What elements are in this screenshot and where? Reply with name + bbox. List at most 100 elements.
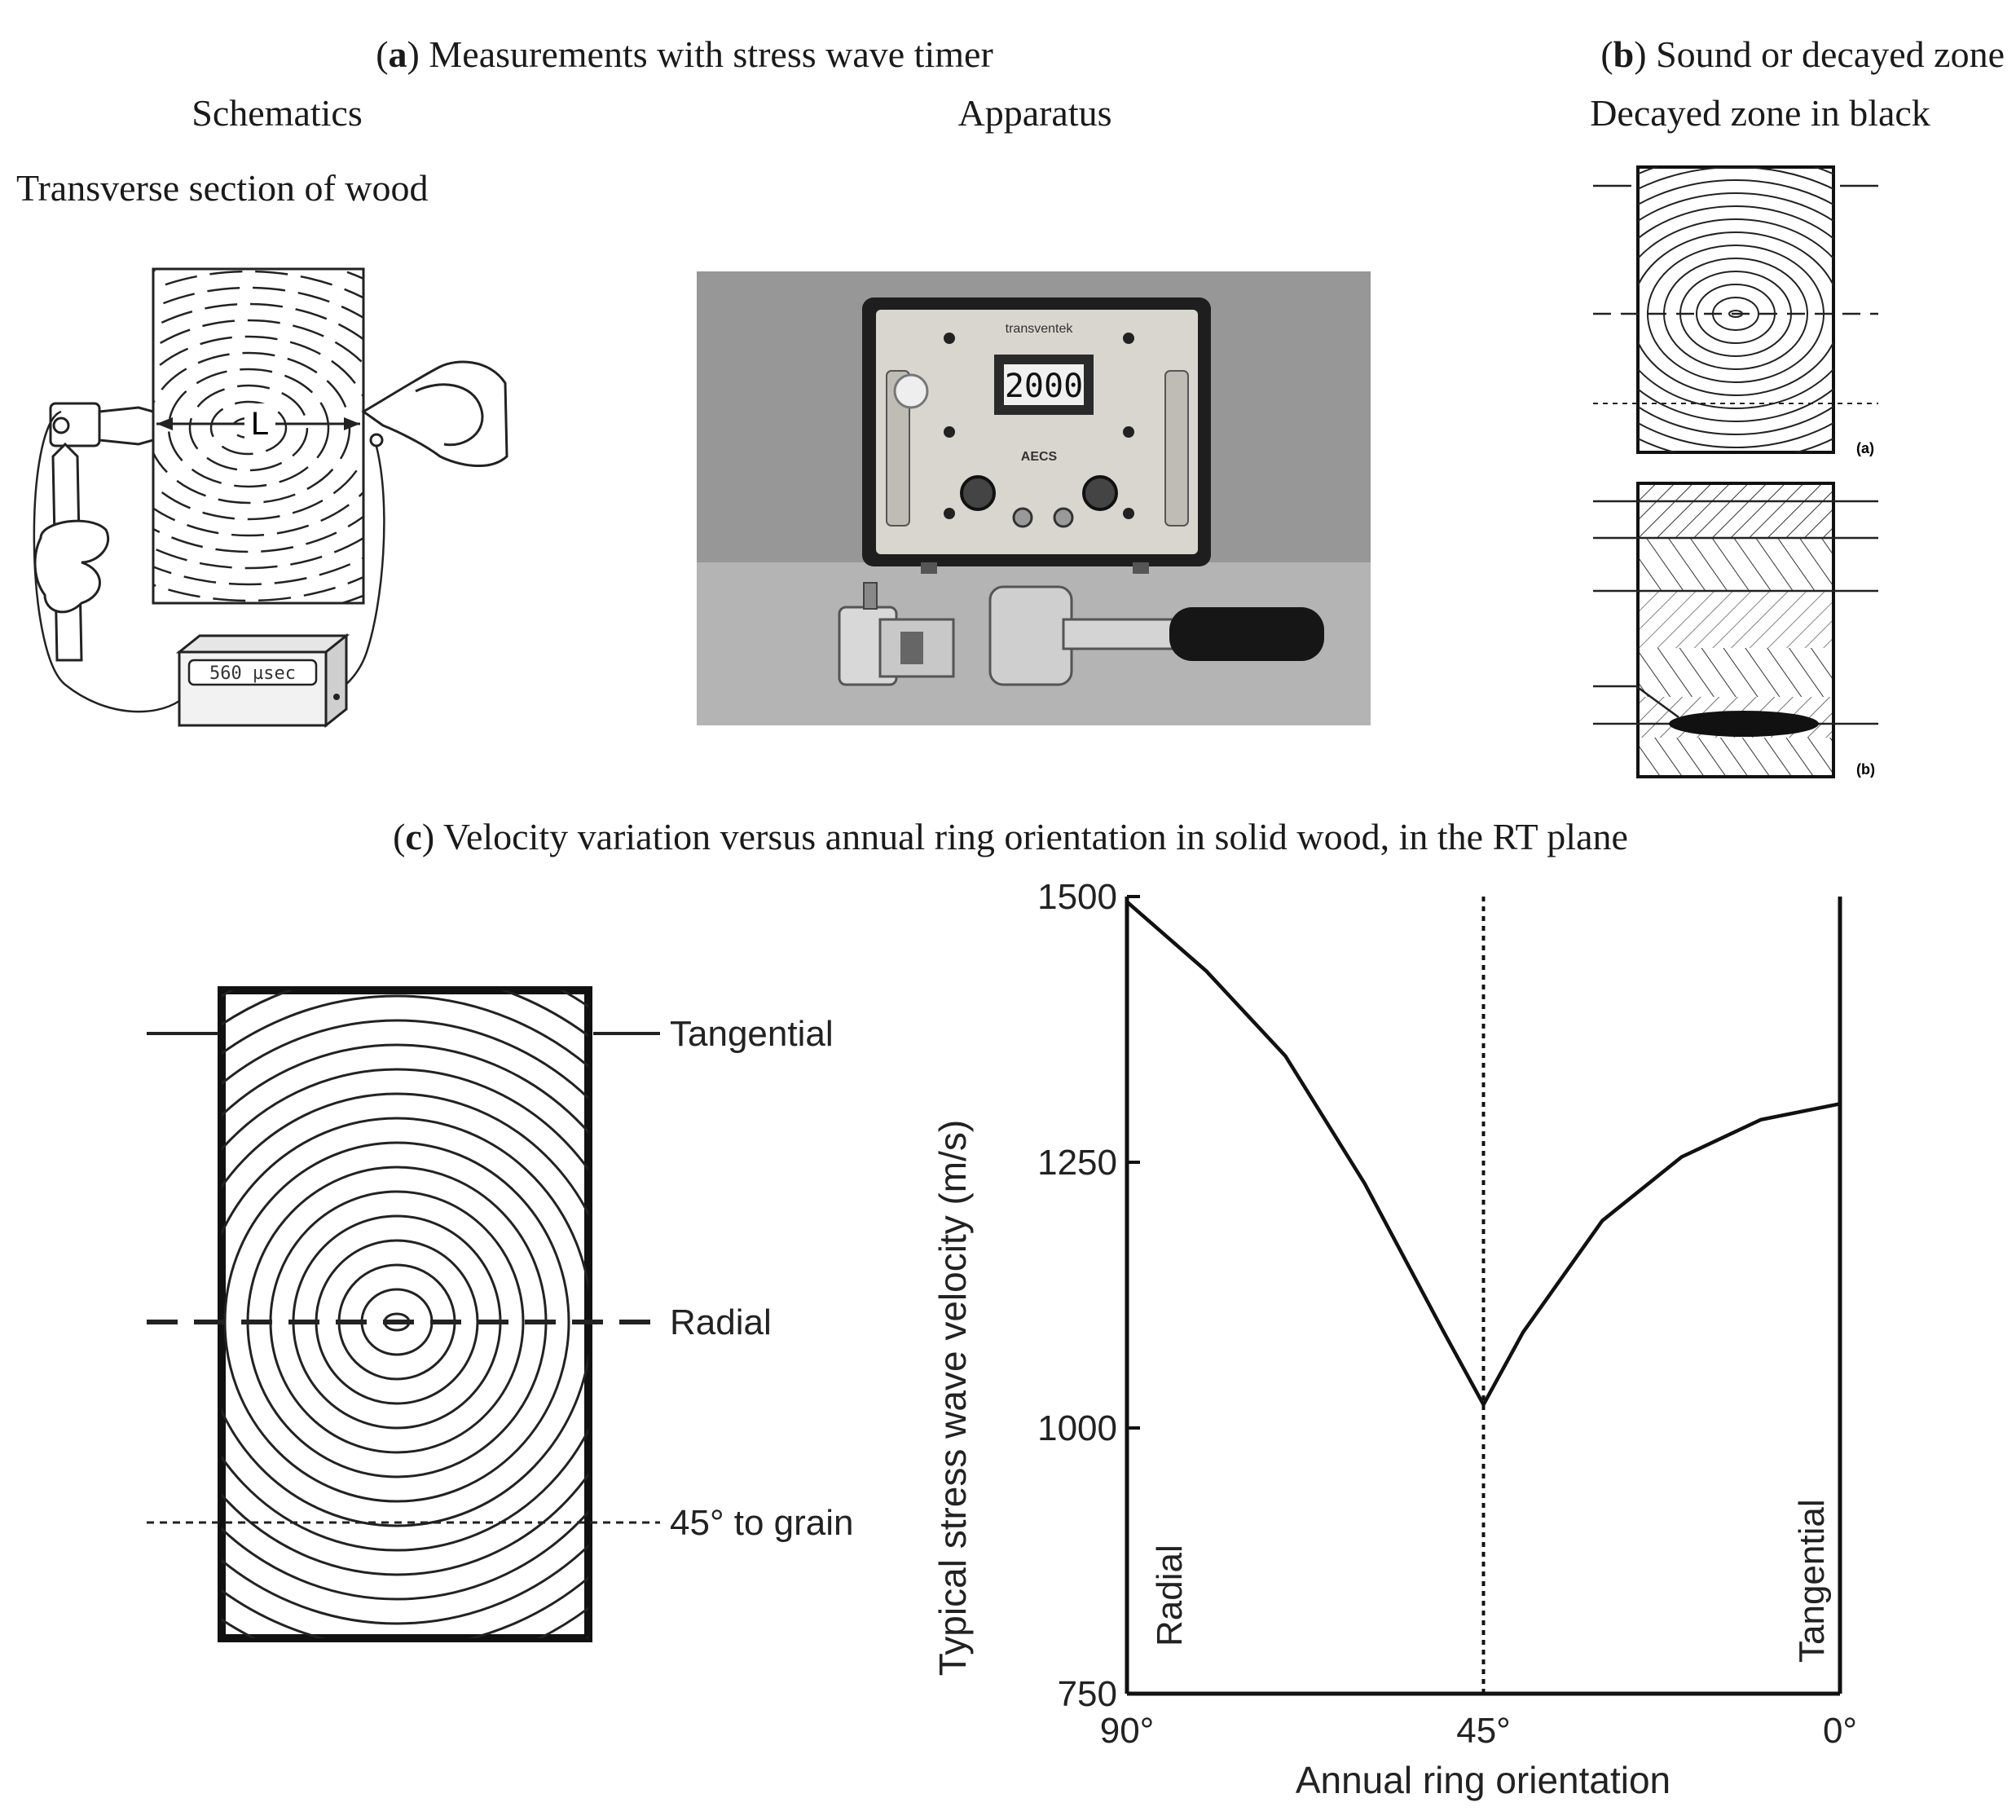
decayed-zone	[1669, 711, 1819, 737]
y-tick-label: 1250	[1037, 1143, 1117, 1183]
growth-ring	[222, 990, 588, 1638]
growth-ring	[222, 1019, 588, 1625]
growth-ring	[0, 223, 519, 633]
growth-ring	[1647, 245, 1825, 383]
growth-ring	[337, 1263, 456, 1381]
growth-ring	[167, 368, 330, 488]
wave-timer-device	[862, 297, 1211, 574]
growth-ring	[1638, 179, 1833, 448]
decayed-wood-diagram	[1593, 482, 1878, 778]
growth-ring	[209, 400, 288, 456]
timer-box	[175, 632, 350, 729]
growth-ring	[222, 1068, 588, 1576]
label-tangential: Tangential	[670, 1014, 834, 1054]
growth-ring	[153, 319, 363, 537]
growth-ring	[153, 351, 351, 505]
growth-ring	[153, 594, 363, 603]
panel-a-letter: a	[388, 33, 407, 75]
growth-ring	[222, 1117, 588, 1527]
panel-c-letter: c	[405, 816, 422, 857]
rt-plane-diagram	[0, 849, 843, 1795]
panel-a-title: (a) Measurements with stress wave timer	[376, 33, 993, 75]
growth-ring	[1638, 231, 1833, 396]
annotation-radial: Radial	[1150, 1545, 1190, 1646]
growth-ring	[269, 1190, 525, 1454]
growth-ring	[1517, 141, 1954, 487]
growth-ring	[222, 994, 588, 1638]
panel-b-title-text: Sound or decayed zone	[1656, 33, 2005, 75]
velocity-chart: 1500 1250 1000 750 90° 45° 0°	[1037, 877, 1857, 1751]
apparatus-photo	[697, 271, 1371, 725]
growth-ring	[0, 898, 797, 1746]
panel-b-letter: b	[1613, 33, 1635, 75]
x-tick-label: 90°	[1100, 1711, 1155, 1751]
sound-wood-diagram	[1485, 115, 1987, 513]
growth-ring	[1696, 284, 1776, 344]
sensor-hand-icon	[361, 360, 508, 468]
sub-label-a: (a)	[1856, 440, 1874, 456]
apparatus-label: Apparatus	[957, 92, 1112, 134]
growth-ring	[153, 302, 363, 553]
growth-ring	[20, 923, 774, 1721]
growth-ring	[1663, 258, 1808, 370]
x-tick-label: 0°	[1823, 1711, 1857, 1751]
growth-ring	[231, 416, 266, 439]
growth-ring	[1638, 167, 1833, 175]
growth-ring	[1638, 167, 1833, 452]
growth-ring	[315, 1239, 479, 1405]
panel-b-title: (b) Sound or decayed zone	[1600, 33, 2005, 75]
growth-ring	[1728, 310, 1743, 318]
panel-c-title-text: Velocity variation versus annual ring or…	[442, 816, 1628, 857]
y-tick-label: 750	[1058, 1674, 1117, 1714]
growth-ring	[1679, 271, 1792, 357]
device-brand: transventek	[1006, 322, 1074, 336]
growth-ring	[0, 849, 843, 1795]
schematics-label: Schematics	[191, 92, 363, 134]
timer-reading: 560 µsec	[209, 663, 296, 684]
growth-ring	[1638, 205, 1833, 422]
growth-ring	[360, 1288, 434, 1356]
growth-ring	[223, 1141, 570, 1503]
growth-ring	[1501, 128, 1970, 500]
panel-c-title: (c) Velocity variation versus annual rin…	[393, 816, 1628, 857]
growth-ring	[246, 1166, 548, 1478]
x-tick-label: 45°	[1456, 1711, 1511, 1751]
growth-ring	[1638, 218, 1833, 409]
growth-ring	[0, 206, 540, 650]
growth-ring	[153, 286, 363, 570]
growth-ring	[222, 990, 588, 1638]
y-tick-label: 1500	[1037, 877, 1117, 917]
annotation-tangential: Tangential	[1792, 1499, 1832, 1663]
timer-wires	[33, 410, 385, 713]
growth-ring	[222, 1043, 588, 1601]
growth-ring	[1638, 192, 1833, 435]
impact-hammer	[988, 585, 1324, 686]
panel-a-title-text: Measurements with stress wave timer	[429, 33, 993, 75]
panel-b-subtitle: Decayed zone in black	[1590, 92, 1930, 134]
sensor-clamp	[838, 582, 955, 686]
growth-ring	[0, 874, 820, 1770]
growth-ring	[153, 269, 363, 602]
device-model: AECS	[1021, 450, 1058, 464]
growth-ring	[383, 1312, 411, 1332]
section-label: Transverse section of wood	[16, 167, 429, 209]
sub-label-b: (b)	[1856, 761, 1875, 778]
velocity-series-line	[1125, 900, 1841, 1408]
y-tick-label: 1000	[1037, 1408, 1117, 1448]
growth-ring	[1485, 115, 1987, 513]
growth-ring	[222, 1092, 588, 1552]
growth-ring	[153, 270, 363, 586]
label-radial: Radial	[670, 1302, 772, 1342]
growth-ring	[292, 1214, 502, 1430]
x-axis-label: Annual ring orientation	[1296, 1759, 1670, 1801]
device-display: 2000	[1005, 368, 1083, 405]
schematic-wood-section	[0, 206, 540, 650]
label-45-to-grain: 45° to grain	[670, 1503, 854, 1543]
growth-ring	[1712, 297, 1759, 331]
length-label: L	[251, 406, 269, 442]
hammer-icon	[33, 402, 155, 662]
growth-ring	[188, 384, 309, 472]
growth-ring	[153, 335, 363, 521]
y-axis-label: Typical stress wave velocity (m/s)	[931, 1120, 974, 1676]
